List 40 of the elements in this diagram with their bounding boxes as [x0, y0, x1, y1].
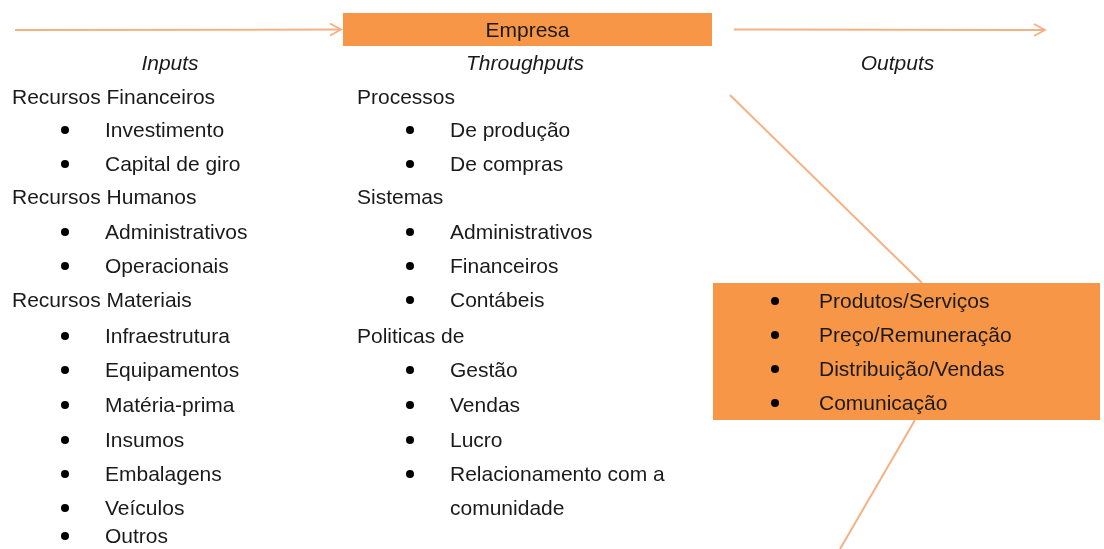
list-item: Relacionamento com a comunidade — [450, 461, 666, 521]
list-item: Operacionais — [105, 253, 230, 279]
output-box — [713, 283, 1100, 420]
line — [729, 94, 923, 284]
list-item: Distribuição/Vendas — [819, 355, 1005, 382]
list-item: Embalagens — [105, 461, 223, 487]
list-item: Investimento — [105, 117, 226, 143]
group-heading: Sistemas — [357, 184, 445, 210]
list-item: Administrativos — [105, 219, 249, 245]
list-item: Capital de giro — [105, 151, 242, 177]
list-item: Contábeis — [450, 287, 546, 313]
list-item: Lucro — [450, 427, 504, 453]
list-item: Outros — [105, 523, 170, 549]
column-heading: Outputs — [859, 50, 936, 76]
list-item: Financeiros — [450, 253, 560, 279]
arrow — [733, 23, 1046, 37]
list-item: Administrativos — [450, 219, 594, 245]
group-heading: Recursos Humanos — [12, 184, 198, 210]
group-heading: Recursos Materiais — [12, 287, 193, 313]
line — [839, 419, 916, 549]
list-item: Infraestrutura — [105, 323, 231, 349]
list-item: Preço/Remuneração — [819, 321, 1012, 348]
list-item: Veículos — [105, 495, 186, 521]
list-item: Matéria-prima — [105, 392, 236, 418]
list-item: De produção — [450, 117, 572, 143]
list-item: Gestão — [450, 357, 519, 383]
list-item: Comunicação — [819, 389, 948, 416]
group-heading: Politicas de — [357, 323, 466, 349]
group-heading: Recursos Financeiros — [12, 84, 217, 110]
list-item: De compras — [450, 151, 565, 177]
group-heading: Processos — [357, 84, 457, 110]
list-item: Equipamentos — [105, 357, 241, 383]
list-item: Vendas — [450, 392, 522, 418]
company-box — [343, 13, 712, 46]
column-heading: Throughputs — [465, 50, 585, 76]
arrow — [14, 22, 342, 37]
list-item: Produtos/Serviços — [819, 287, 990, 314]
box-title: Empresa — [485, 16, 570, 43]
column-heading: Inputs — [140, 50, 200, 76]
list-item: Insumos — [105, 427, 186, 453]
